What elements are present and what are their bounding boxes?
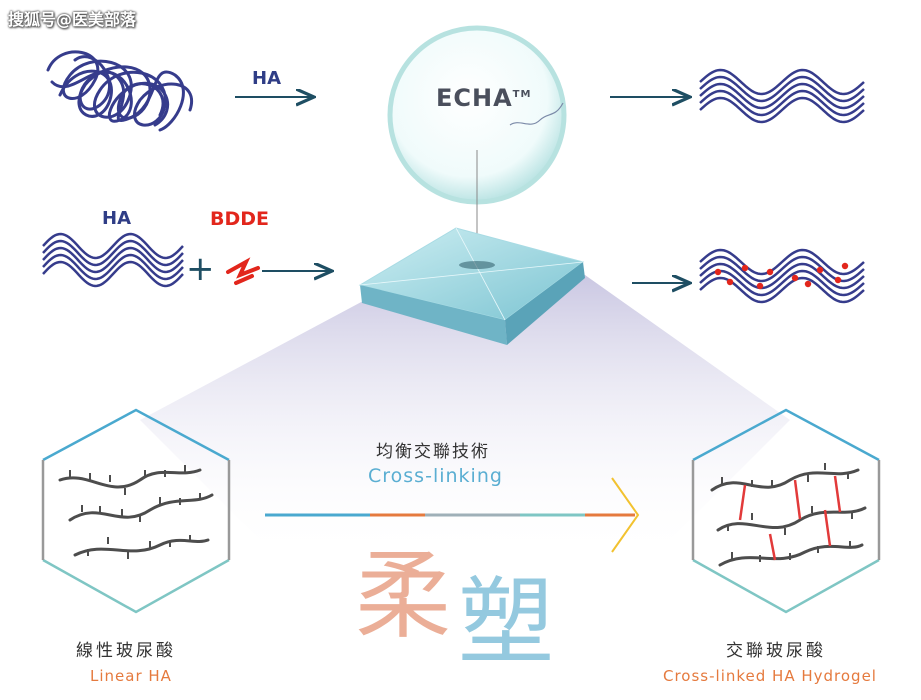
wavy-strands-icon bbox=[42, 232, 184, 288]
crosslink-bridges bbox=[738, 475, 842, 561]
crosslinked-ha-title-en: Cross-linked HA Hydrogel bbox=[663, 667, 877, 685]
funnel-shading bbox=[140, 275, 790, 560]
hexagon-icon bbox=[691, 408, 881, 614]
chain-branch-ticks bbox=[69, 465, 201, 559]
wavy-strands-icon bbox=[699, 68, 865, 124]
crosslink-dots bbox=[714, 262, 849, 290]
hexagon-icon bbox=[41, 408, 231, 614]
crosslinked-ha-title-cn: 交聯玻尿酸 bbox=[726, 641, 826, 661]
polymer-strand-icon bbox=[509, 102, 564, 126]
brand-char-su: 塑 bbox=[458, 566, 554, 678]
watermark-text: 搜狐号@医美部落 bbox=[8, 10, 137, 29]
linear-ha-title-en: Linear HA bbox=[90, 667, 172, 685]
crosslinked-ha-chains bbox=[710, 468, 867, 567]
crosslinking-arrow bbox=[265, 477, 640, 553]
bdde-molecule-icon bbox=[226, 257, 260, 285]
wavy-strands-icon bbox=[699, 248, 865, 304]
ha-label-top: HA bbox=[252, 68, 281, 89]
plus-icon: + bbox=[186, 249, 215, 289]
echa-label: ECHATM bbox=[436, 84, 531, 112]
technique-title-en: Cross-linking bbox=[368, 465, 503, 487]
bdde-label: BDDE bbox=[210, 208, 270, 230]
technique-title-cn: 均衡交聯技術 bbox=[376, 442, 490, 462]
brand-char-rou: 柔 bbox=[355, 540, 451, 652]
crystal-plate-icon bbox=[358, 227, 585, 345]
chain-branch-ticks bbox=[721, 463, 853, 562]
ha-label-mid: HA bbox=[102, 208, 131, 229]
echa-text: ECHA bbox=[436, 84, 513, 112]
trademark-mark: TM bbox=[512, 89, 532, 100]
tangled-polymer-icon bbox=[46, 50, 194, 132]
linear-ha-title-cn: 線性玻尿酸 bbox=[76, 641, 176, 661]
linear-ha-chains bbox=[58, 468, 214, 557]
